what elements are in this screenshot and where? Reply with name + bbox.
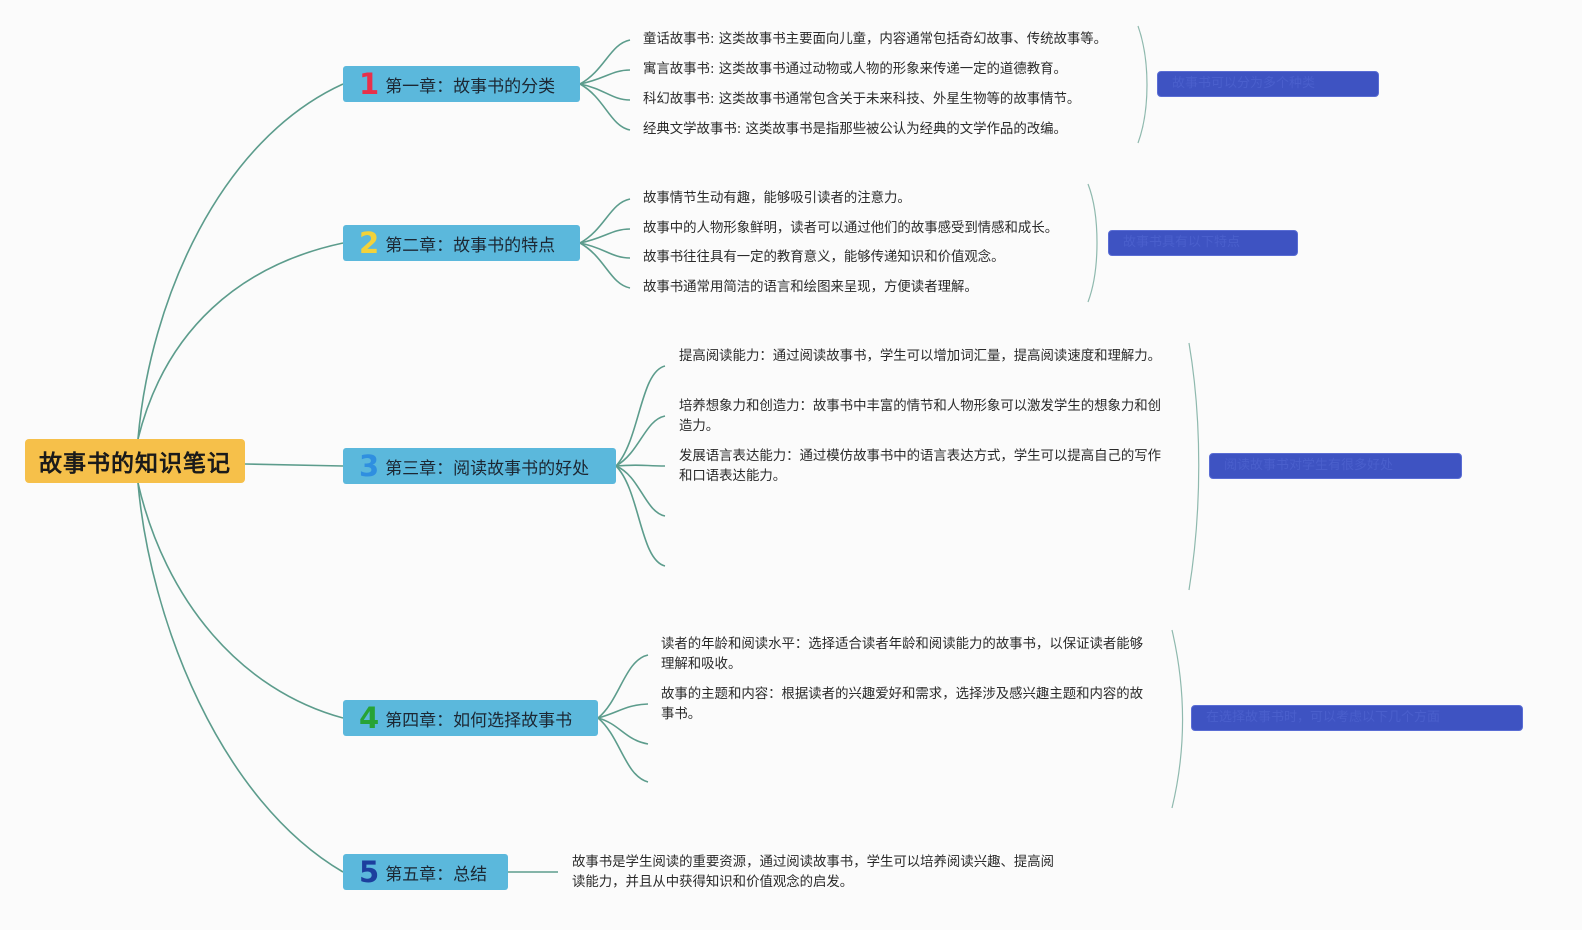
chapter-2-title: 第二章：故事书的特点 [385,235,556,256]
chapter-2-item-3[interactable]: 故事书往往具有一定的教育意义，能够传递知识和价值观念。 [643,250,1005,265]
chapter-1-item-1[interactable]: 童话故事书: 这类故事书主要面向儿童，内容通常包括奇幻故事、传统故事等。 [643,32,1108,47]
connector-ch2-item2 [579,228,631,244]
chapter-4-item-1[interactable]: 读者的年龄和阅读水平：选择适合读者年龄和阅读能力的故事书，以保证读者能够理解和吸… [661,637,1144,672]
chapter-1-summary[interactable]: 故事书可以分为多个种类 [1157,71,1379,97]
chapter-1-title: 第一章：故事书的分类 [385,76,556,97]
chapter-3-title: 第三章：阅读故事书的好处 [385,458,590,479]
connector-ch4-item1 [597,654,649,719]
chapter-1-item-3[interactable]: 科幻故事书: 这类故事书通常包含关于未来科技、外星生物等的故事情节。 [643,92,1081,107]
connector-ch3-item2 [615,415,666,467]
connector-ch2-item3 [579,242,631,259]
chapter-3[interactable]: 3 第三章：阅读故事书的好处 [343,448,616,484]
chapter-2-item-4[interactable]: 故事书通常用简洁的语言和绘图来呈现，方便读者理解。 [643,280,978,295]
chapter-4-number: 4 [359,701,380,735]
connector-root-ch4 [137,482,344,719]
connector-ch1-item4 [579,83,631,131]
chapter-5-item-1[interactable]: 故事书是学生阅读的重要资源，通过阅读故事书，学生可以培养阅读兴趣、提高阅读能力，… [572,855,1055,890]
chapter-4-item-2[interactable]: 故事的主题和内容：根据读者的兴趣爱好和需求，选择涉及感兴趣主题和内容的故事书。 [661,687,1144,722]
connector-ch3-item5 [615,465,666,567]
connector-ch3-item4 [615,465,666,517]
chapter-3-summary[interactable]: 阅读故事书对学生有很多好处 [1209,453,1462,479]
connector-root-ch2 [137,242,344,440]
connector-ch4-item3 [597,717,649,745]
chapter-1-item-4[interactable]: 经典文学故事书: 这类故事书是指那些被公认为经典的文学作品的改编。 [643,122,1067,137]
chapter-2-number: 2 [359,226,380,260]
chapter-3-item-1[interactable]: 提高阅读能力：通过阅读故事书，学生可以增加词汇量，提高阅读速度和理解力。 [679,349,1162,364]
connector-ch3-item1 [615,365,666,467]
chapter-5[interactable]: 5 第五章：总结 [343,854,508,890]
chapter-5-title: 第五章：总结 [385,864,488,885]
summary-brace-ch3 [1188,342,1200,591]
chapter-2-item-1[interactable]: 故事情节生动有趣，能够吸引读者的注意力。 [643,191,911,206]
chapter-1[interactable]: 1 第一章：故事书的分类 [343,66,580,102]
connector-root-ch3 [244,463,344,467]
summary-brace-ch2 [1087,183,1098,303]
connector-ch4-item4 [597,717,649,783]
chapter-1-number: 1 [359,67,380,101]
connector-ch1-item2 [579,69,631,85]
connector-ch1-item3 [579,83,631,101]
connector-ch2-item4 [579,242,631,289]
chapter-3-item-3[interactable]: 发展语言表达能力：通过模仿故事书中的语言表达方式，学生可以提高自己的写作和口语表… [679,449,1162,484]
chapter-3-number: 3 [359,449,380,483]
summary-brace-ch1 [1137,25,1148,144]
connector-root-ch5 [137,482,344,873]
chapter-2-item-2[interactable]: 故事中的人物形象鲜明，读者可以通过他们的故事感受到情感和成长。 [643,221,1059,236]
chapter-4[interactable]: 4 第四章：如何选择故事书 [343,700,598,736]
connector-ch2-item1 [579,198,631,244]
connector-root-ch1 [137,83,344,440]
root-topic[interactable]: 故事书的知识笔记 [25,439,245,483]
chapter-3-item-2[interactable]: 培养想象力和创造力：故事书中丰富的情节和人物形象可以激发学生的想象力和创造力。 [679,399,1162,434]
chapter-5-number: 5 [359,855,380,889]
summary-brace-ch4 [1171,629,1184,809]
chapter-2-summary[interactable]: 故事书具有以下特点 [1108,230,1298,256]
chapter-1-item-2[interactable]: 寓言故事书: 这类故事书通过动物或人物的形象来传递一定的道德教育。 [643,62,1067,77]
connector-ch4-item2 [597,703,649,719]
chapter-4-summary[interactable]: 在选择故事书时，可以考虑以下几个方面 [1191,705,1523,731]
connector-ch1-item1 [579,39,631,85]
connector-ch3-item3 [615,464,666,467]
chapter-4-title: 第四章：如何选择故事书 [385,710,573,731]
chapter-2[interactable]: 2 第二章：故事书的特点 [343,225,580,261]
